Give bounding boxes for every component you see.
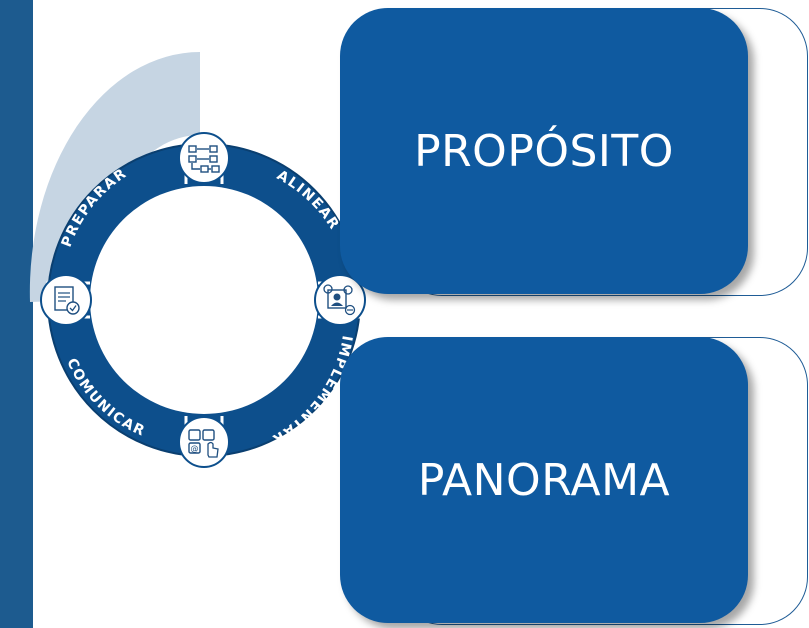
left-accent-bar: [0, 0, 33, 628]
cycle-ring-hole: [90, 186, 318, 414]
proposito-label: PROPÓSITO: [414, 125, 674, 177]
proposito-panel: PROPÓSITO: [340, 8, 748, 294]
svg-text:@: @: [191, 444, 199, 453]
team-settings-icon: [314, 274, 366, 326]
panorama-panel: PANORAMA: [340, 337, 748, 623]
workflow-icon: [178, 132, 230, 184]
contact-click-icon: @: [178, 416, 230, 468]
document-approval-icon: [40, 274, 92, 326]
panorama-label: PANORAMA: [417, 454, 671, 506]
